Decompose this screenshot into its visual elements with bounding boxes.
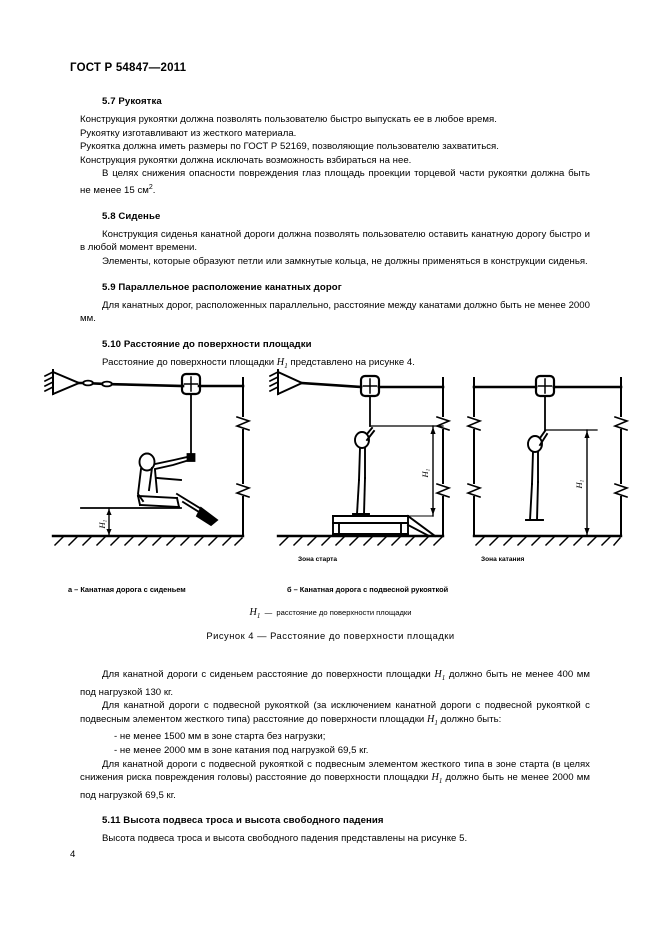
dimension-label-h1-b: H1 [420,468,432,478]
paragraph: Конструкция рукоятки должна исключать во… [80,154,412,166]
paragraph: Рукоятку изготавливают из жесткого матер… [80,127,297,139]
clause-heading-5-7: 5.7 Рукоятка [102,96,162,107]
anchor-triangle-a [51,370,82,396]
figure-subcaption-b: б – Канатная дорога с подвесной рукоятко… [287,585,449,594]
body-text-lower: Для канатной дороги с сиденьем расстояни… [80,668,590,846]
paragraph: Рукоятка должна иметь размеры по ГОСТ Р … [80,141,499,153]
anchor-triangle-b [276,370,304,396]
paragraph: В целях снижения опасности повреждения г… [80,168,590,197]
ground-hatch-a [53,535,243,547]
figure-subcaption-a: а – Канатная дорога с сиденьем [68,585,186,594]
paragraph: Элементы, которые образуют петли или зам… [102,255,588,267]
clause-heading-5-9: 5.9 Параллельное расположение канатных д… [102,281,342,293]
paragraph: Расстояние до поверхности площадки H1 пр… [102,356,415,370]
page-number: 4 [70,849,76,860]
zone-label-start: Зона старта [298,556,338,563]
list-item: - не менее 1500 мм в зоне старта без наг… [114,731,326,743]
boundary-post-b2 [465,377,482,537]
figure-4-drawing: H1 [43,369,629,547]
zone-label-ride: Зона катания [481,556,525,563]
paragraph: Для канатной дороги с подвесной рукоятко… [80,758,591,801]
clause-heading-5-11: 5.11 Высота подвеса троса и высота свобо… [102,815,384,827]
document-header: ГОСТ Р 54847—2011 [70,62,187,74]
anchor-hatch-a [43,370,54,393]
dimension-label-h1-a: H1 [97,519,109,529]
paragraph: Высота подвеса троса и высота свободного… [102,833,468,845]
ground-hatch-c [474,535,621,547]
figure-4: H1 [0,368,661,595]
list-item: - не менее 2000 мм в зоне катания под на… [114,745,369,757]
paragraph: Конструкция рукоятки должна позволять по… [80,114,497,125]
body-text-upper: 5.7 Рукоятка Конструкция рукоятки должна… [80,96,590,373]
anchor-hatch-b [268,370,279,393]
boundary-post-a [234,377,251,537]
clause-heading-5-8: 5.8 Сиденье [102,210,161,222]
paragraph: Для канатных дорог, расположенных паралл… [80,299,590,325]
paragraph: Конструкция сиденья канатной дороги долж… [80,228,590,254]
boundary-post-c [612,377,629,537]
dimension-label-h1-c: H1 [574,479,586,489]
start-platform [331,514,436,538]
boundary-post-b1 [434,377,451,537]
figure-subcaptions: а – Канатная дорога с сиденьем б – Канат… [0,579,661,595]
ground-hatch-b [278,535,443,547]
figure-caption: Рисунок 4 — Расстояние до поверхности пл… [206,630,455,641]
figure-legend: H1 — расстояние до поверхности площадки [249,607,412,621]
paragraph: Для канатной дороги с сиденьем расстояни… [80,669,590,698]
rider-seated-a [136,452,219,527]
rider-standing-b [351,426,375,516]
paragraph: Для канатной дороги с подвесной рукоятко… [80,700,590,727]
clause-heading-5-10: 5.10 Расстояние до поверхности площадки [102,338,312,350]
figure-zone-labels: Зона старта Зона катания [0,556,661,579]
rider-hanging-c [524,429,548,522]
